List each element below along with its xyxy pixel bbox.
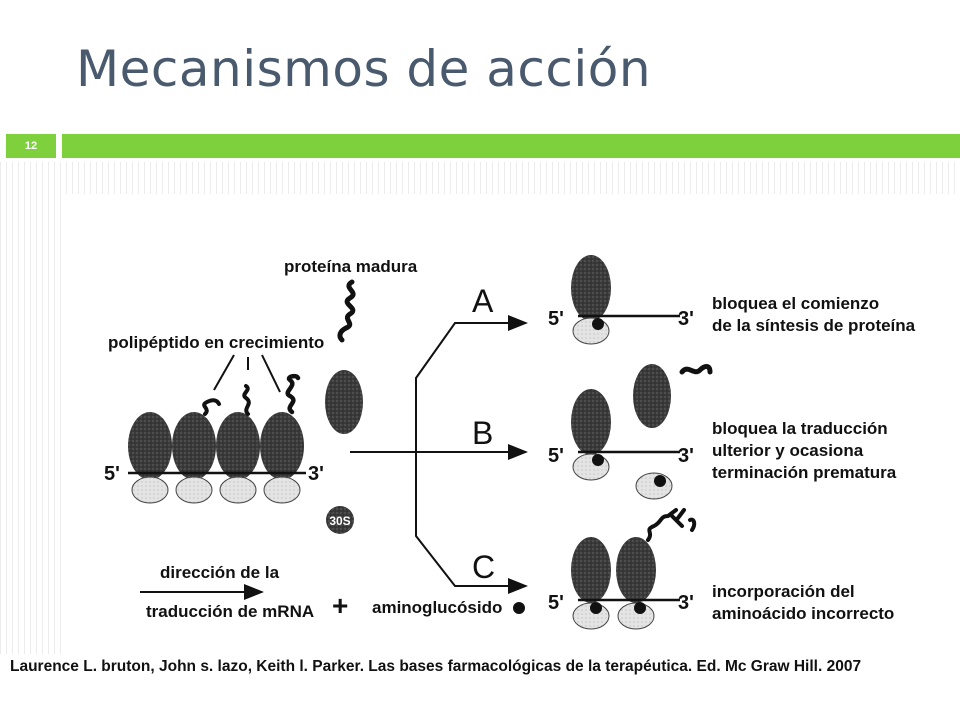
ribosome-30s-1 <box>131 476 169 504</box>
result-C-line1: incorporación del <box>712 582 855 601</box>
free-50s-subunit <box>325 370 363 434</box>
caseB-free-drug-dot <box>654 475 666 487</box>
caseC-50s-2 <box>616 537 656 603</box>
decorative-hatch <box>0 162 960 194</box>
nascent-chain-2 <box>242 384 251 416</box>
slide-number: 12 <box>6 134 56 158</box>
label-direction-1: dirección de la <box>160 563 280 582</box>
label-growing-polypeptide: polipéptido en crecimiento <box>108 333 324 352</box>
caseB-free-30s <box>635 472 673 500</box>
label-3prime-left: 3' <box>308 463 324 485</box>
ribosome-50s-1 <box>128 412 172 480</box>
pointer-line-3 <box>261 354 281 393</box>
branch-A-label: A <box>472 283 494 319</box>
arrow-C <box>415 452 528 594</box>
branch-C-label: C <box>472 549 495 585</box>
caseB-released-chain <box>679 364 713 375</box>
caseB-5prime: 5' <box>548 445 564 467</box>
caseA-drug-dot <box>592 318 604 330</box>
result-B-line1: bloquea la traducción <box>712 419 888 438</box>
caseC-5prime: 5' <box>548 592 564 614</box>
caseC-drug-dot-1 <box>590 602 602 614</box>
caseC-3prime: 3' <box>678 592 694 614</box>
caseA-3prime: 3' <box>678 308 694 330</box>
caseA-5prime: 5' <box>548 308 564 330</box>
nascent-chain-1 <box>202 398 221 416</box>
result-A-line1: bloquea el comienzo <box>712 294 879 313</box>
branch-B-label: B <box>472 415 493 451</box>
citation-caption: Laurence L. bruton, John s. lazo, Keith … <box>10 658 862 675</box>
label-30s: 30S <box>329 514 350 528</box>
ribosome-30s-3 <box>219 476 257 504</box>
label-5prime-left: 5' <box>104 463 120 485</box>
plus-sign: + <box>332 590 348 621</box>
free-30s-subunit <box>326 506 354 534</box>
header-accent-bar <box>62 134 960 158</box>
ribosome-50s-4 <box>260 412 304 480</box>
ribosome-50s-3 <box>216 412 260 480</box>
arrow-A <box>415 315 528 452</box>
result-C-line2: aminoácido incorrecto <box>712 604 894 623</box>
mature-protein-chain <box>337 279 356 343</box>
decorative-hatch-left <box>0 194 62 654</box>
caseB-free-50s <box>633 364 671 428</box>
label-direction-2: traducción de mRNA <box>146 602 314 621</box>
aminoglycoside-dot <box>513 602 525 614</box>
caseA-50s <box>571 255 611 321</box>
ribosome-30s-2 <box>175 476 213 504</box>
result-A-line2: de la síntesis de proteína <box>712 316 916 335</box>
ribosome-50s-2 <box>172 412 216 480</box>
caseC-wrong-chain <box>646 508 697 542</box>
pointer-line-1 <box>213 354 235 391</box>
ribosome-30s-4 <box>263 476 301 504</box>
nascent-chain-3 <box>285 373 301 415</box>
caseC-50s-1 <box>571 537 611 603</box>
label-aminoglycoside: aminoglucósido <box>372 598 502 617</box>
slide-title: Mecanismos de acción <box>76 40 652 98</box>
result-B-line3: terminación prematura <box>712 463 897 482</box>
caseB-drug-dot <box>592 454 604 466</box>
caseC-drug-dot-2 <box>634 602 646 614</box>
caseB-50s <box>571 389 611 455</box>
result-B-line2: ulterior y ocasiona <box>712 441 864 460</box>
label-mature-protein: proteína madura <box>284 257 418 276</box>
caseB-3prime: 3' <box>678 445 694 467</box>
